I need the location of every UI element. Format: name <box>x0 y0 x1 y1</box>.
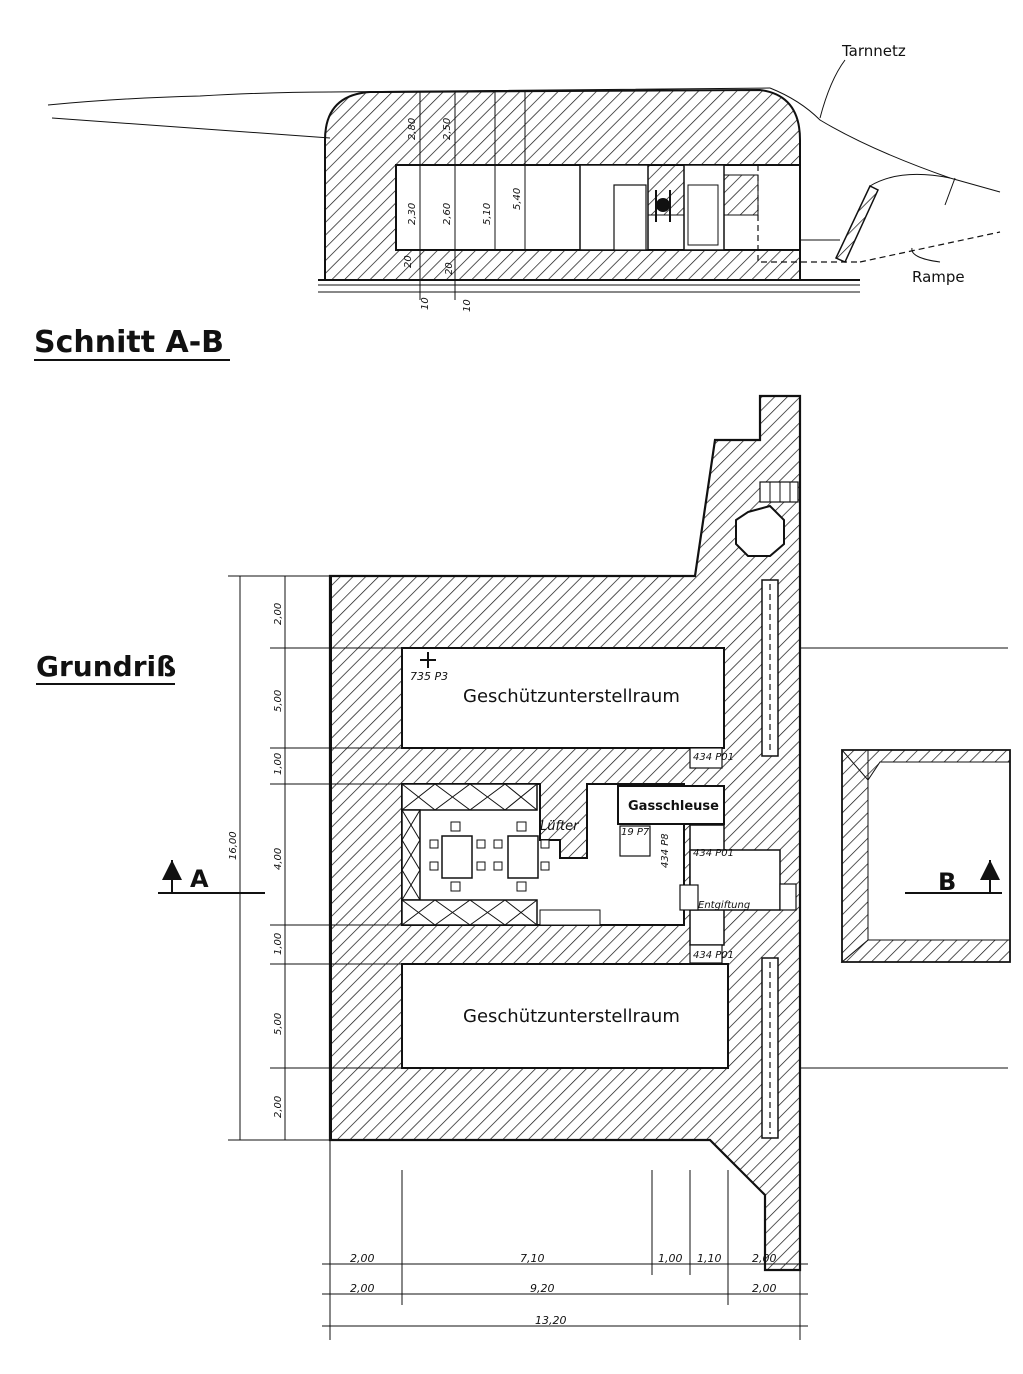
tarnnetz-leader <box>819 59 846 119</box>
hdim-r2b: 9,20 <box>530 1282 555 1295</box>
marker-735-p3: 735 P3 <box>410 670 448 683</box>
shaft-octagon <box>735 504 785 557</box>
terrain-left <box>47 87 771 106</box>
terrain-left-2 <box>51 117 331 139</box>
label-room-top: Geschützunterstellraum <box>463 686 680 707</box>
cut-label-b: B <box>938 868 956 896</box>
rampe-leader <box>911 247 941 263</box>
vdim-total: 16,00 <box>228 831 239 860</box>
section-partition-2 <box>613 184 647 251</box>
hdim-r2c: 2,00 <box>752 1282 777 1295</box>
vdim-3: 1,00 <box>273 753 284 775</box>
ramp-wall <box>834 184 879 263</box>
room-bottom <box>401 963 729 1069</box>
label-rampe: Rampe <box>912 268 965 286</box>
vdim-5: 1,00 <box>273 933 284 955</box>
vdim-1: 2,00 <box>273 603 284 625</box>
room-top <box>401 647 725 749</box>
hdim-r2a: 2,00 <box>350 1282 375 1295</box>
cut-label-a: A <box>190 865 209 893</box>
tables <box>429 821 550 892</box>
room-gasschleuse <box>617 785 725 825</box>
dim-bottom-2: 20 <box>444 262 455 275</box>
fan-icon <box>656 198 670 212</box>
dim-top-1: 2,80 <box>407 118 418 140</box>
hdim-r1a: 2,00 <box>350 1252 375 1265</box>
terrain-right <box>869 173 1001 193</box>
vdim-2: 5,00 <box>273 690 284 712</box>
hdim-r3: 13,20 <box>535 1314 567 1327</box>
plan-view: A B 735 P3 Geschützunterstellraum Geschü… <box>158 394 1011 1340</box>
section-view: 2,30 2,60 5,10 5,40 2,80 2,50 20 20 10 1… <box>47 42 1001 312</box>
dim-bottom-1: 20 <box>403 255 414 268</box>
hdim-r1b: 7,10 <box>520 1252 545 1265</box>
dim-5-10: 5,10 <box>482 203 493 225</box>
label-door-1: 434 P01 <box>693 752 734 763</box>
dim-bottom-4: 10 <box>462 299 473 312</box>
section-title: Schnitt A-B <box>34 325 224 360</box>
label-door-5: 434 P8 <box>660 833 671 868</box>
label-gasschleuse: Gasschleuse <box>628 799 719 814</box>
label-entgiftung: Entgiftung <box>698 900 750 911</box>
tarnnetz-net <box>769 87 951 179</box>
dim-bottom-3: 10 <box>420 297 431 310</box>
dim-top-2: 2,50 <box>442 118 453 140</box>
bunks <box>401 783 601 926</box>
label-door-3: 434 P01 <box>693 950 734 961</box>
hdim-r1d: 1,10 <box>697 1252 722 1265</box>
label-tarnnetz: Tarnnetz <box>841 42 906 60</box>
vdim-4: 4,00 <box>273 848 284 870</box>
section-wall-right <box>723 174 759 216</box>
hdim-r1c: 1,00 <box>658 1252 683 1265</box>
plan-title: Grundriß <box>36 650 176 683</box>
dim-5-40: 5,40 <box>512 188 523 210</box>
vdim-7: 2,00 <box>273 1096 284 1118</box>
terrain-right-2 <box>944 177 956 206</box>
vdim-6: 5,00 <box>273 1013 284 1035</box>
dim-2-60: 2,60 <box>442 203 453 225</box>
label-room-bottom: Geschützunterstellraum <box>463 1006 680 1027</box>
label-door-4: 19 P7 <box>621 827 650 838</box>
dim-2-30: 2,30 <box>407 203 418 225</box>
label-door-2: 434 P01 <box>693 848 734 859</box>
label-luefter: Lüfter <box>540 819 580 834</box>
hdim-r1e: 2,00 <box>752 1252 777 1265</box>
section-partition-4 <box>687 184 719 246</box>
